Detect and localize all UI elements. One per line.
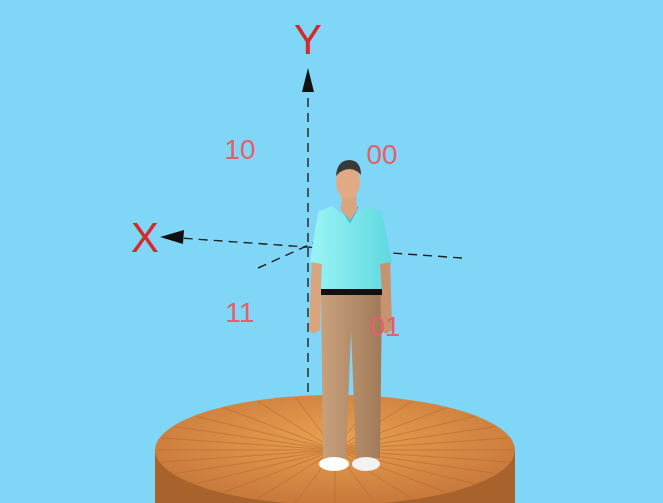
quadrant-code: 10 — [224, 136, 255, 164]
disc-ray — [335, 450, 474, 484]
disc-ray — [335, 450, 446, 492]
disc-ray — [161, 450, 335, 462]
disc-ray — [224, 408, 335, 450]
y-arrowhead — [302, 68, 314, 92]
disc-ray — [175, 450, 335, 473]
disc-ray — [157, 450, 335, 451]
x-arrowhead — [160, 230, 184, 244]
axis-label: Y — [294, 19, 322, 61]
quadrant-code: 00 — [366, 141, 397, 169]
quadrant-code: 11 — [225, 299, 254, 327]
quadrant-code: 01 — [369, 313, 400, 341]
axis-label: X — [131, 217, 159, 259]
disc-ray — [175, 427, 335, 450]
axis-lines — [180, 88, 462, 392]
disc-ray — [196, 416, 335, 450]
